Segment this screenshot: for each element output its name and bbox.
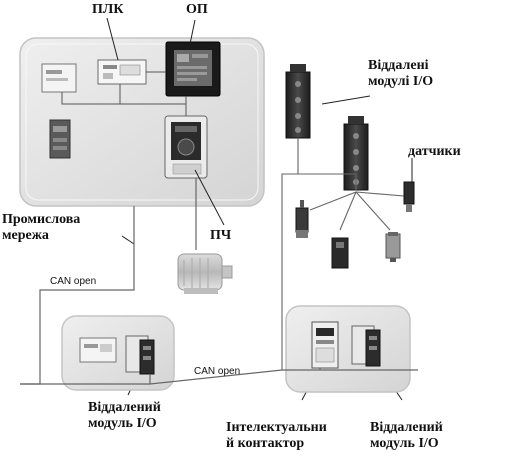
- power-supply-icon: [41, 63, 77, 93]
- panel-wiring: [61, 71, 187, 116]
- frequency-converter-icon: [164, 115, 208, 179]
- remote-io-right-label-line1: Віддалений: [370, 420, 443, 435]
- remote-io-left-label-line2: модуль I/O: [88, 416, 157, 431]
- io-module-icon: [49, 119, 71, 159]
- remote-station-left: [61, 315, 175, 391]
- sensors-label: датчики: [408, 144, 461, 159]
- remote-station-right: [285, 305, 411, 393]
- operator-panel-icon: [165, 41, 221, 97]
- smart-contactor-label-line2: й контактор: [226, 436, 305, 451]
- plc-label: ПЛК: [92, 2, 124, 17]
- smart-contactor-label-line1: Інтелектуальни: [226, 420, 327, 435]
- operator-panel-label: ОП: [186, 2, 208, 17]
- remote-io-right-label-line2: модуль I/O: [370, 436, 439, 451]
- remote-io-top-label-line2: модулі I/O: [368, 74, 434, 89]
- remote-io-module-top: [285, 64, 311, 139]
- motor-icon: [177, 253, 233, 294]
- sensor-icon: [385, 232, 401, 262]
- canopen-bus: [20, 368, 418, 385]
- sensor-icon: [295, 200, 309, 238]
- canopen-label-left: CAN open: [50, 276, 97, 287]
- canopen-label-bottom: CAN open: [194, 366, 241, 377]
- sensor-icon: [403, 181, 415, 212]
- remote-io-top-label-line1: Віддалені: [368, 58, 429, 73]
- plc-icon: [97, 59, 147, 85]
- sensor-icon: [331, 237, 349, 269]
- industrial-network-label-line1: Промислова: [2, 212, 81, 227]
- industrial-network-label-line2: мережа: [2, 228, 49, 243]
- vfd-label: ПЧ: [210, 228, 232, 243]
- remote-io-network: [281, 138, 405, 370]
- remote-io-left-label-line1: Віддалений: [88, 400, 161, 415]
